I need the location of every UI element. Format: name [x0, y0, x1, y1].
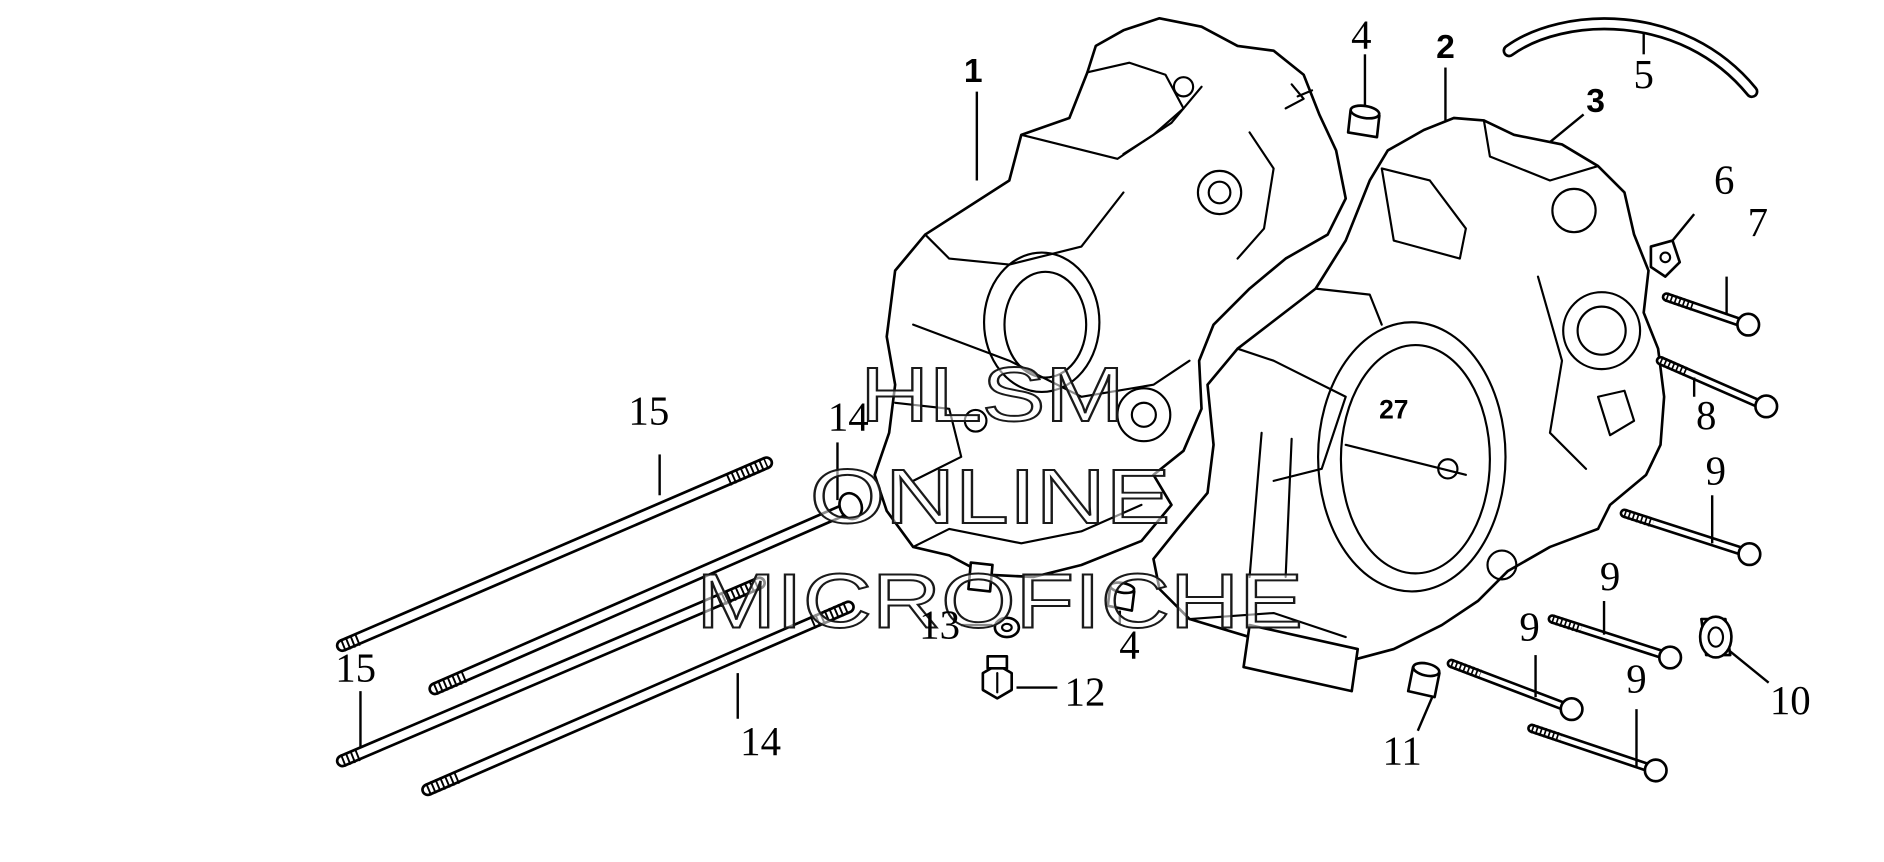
leader-11: [1416, 696, 1434, 732]
left-crankcase: [873, 16, 1348, 593]
callout-14-upper: 14: [828, 394, 869, 439]
callout-15-upper: 15: [628, 388, 669, 433]
leader-10: [1729, 650, 1770, 684]
bolt-8: [1655, 355, 1779, 419]
dowel-11: [1406, 661, 1441, 699]
dowel-pin-upper: [1346, 104, 1381, 139]
watermark-line-2: ONLINE: [810, 454, 1170, 540]
bolt-9-c: [1446, 658, 1584, 722]
callout-15-lower: 15: [335, 646, 376, 691]
bolt-9-d: [1527, 723, 1668, 783]
callout-6: 6: [1714, 158, 1734, 203]
callout-8: 8: [1696, 393, 1716, 438]
stud-15-upper: [335, 456, 774, 653]
leader-6: [1671, 213, 1696, 242]
stud-15-lower: [335, 576, 766, 768]
callout-9-b: 9: [1600, 554, 1620, 599]
callout-5: 5: [1633, 52, 1653, 97]
part-6-clip: [1649, 239, 1682, 278]
callout-13: 13: [919, 602, 960, 647]
watermark: HLSM ONLINE MICROFICHE: [695, 351, 1304, 646]
breather-hose: [1502, 17, 1759, 99]
callout-9-d: 9: [1626, 656, 1646, 701]
stud-14-lower: [421, 600, 855, 797]
callout-7: 7: [1748, 200, 1768, 245]
bolt-9-b: [1547, 614, 1683, 670]
callout-12: 12: [1065, 670, 1106, 715]
callout-9-c: 9: [1519, 605, 1539, 650]
callout-3: 3: [1586, 83, 1605, 120]
watermark-line-3: MICROFICHE: [696, 558, 1303, 644]
bolt-9-a: [1619, 508, 1762, 567]
leader-3: [1549, 113, 1585, 143]
callout-1: 1: [964, 53, 983, 90]
washer-13: [993, 616, 1021, 639]
callout-14-lower: 14: [740, 719, 781, 764]
callout-4-lower: 4: [1119, 623, 1139, 668]
callout-4-upper: 4: [1351, 12, 1371, 57]
right-crankcase: 27: [1152, 116, 1666, 693]
callout-2: 2: [1436, 29, 1455, 66]
callout-9-a: 9: [1706, 448, 1726, 493]
bolt-7: [1661, 292, 1761, 337]
leader-lines: [359, 33, 1770, 767]
stud-14-upper: [428, 491, 864, 696]
callout-10: 10: [1770, 678, 1811, 723]
casting-mark: 27: [1379, 394, 1408, 424]
watermark-line-1: HLSM: [860, 352, 1124, 438]
callout-11: 11: [1383, 728, 1422, 773]
callouts: 1 2 3 4 5 6 7 8 9 9 9 9 10 11 12 13 4 14…: [335, 12, 1810, 773]
collar-10: [1698, 615, 1733, 659]
dowel-pin-lower: [1106, 581, 1136, 612]
drain-bolt-12: [981, 654, 1014, 700]
